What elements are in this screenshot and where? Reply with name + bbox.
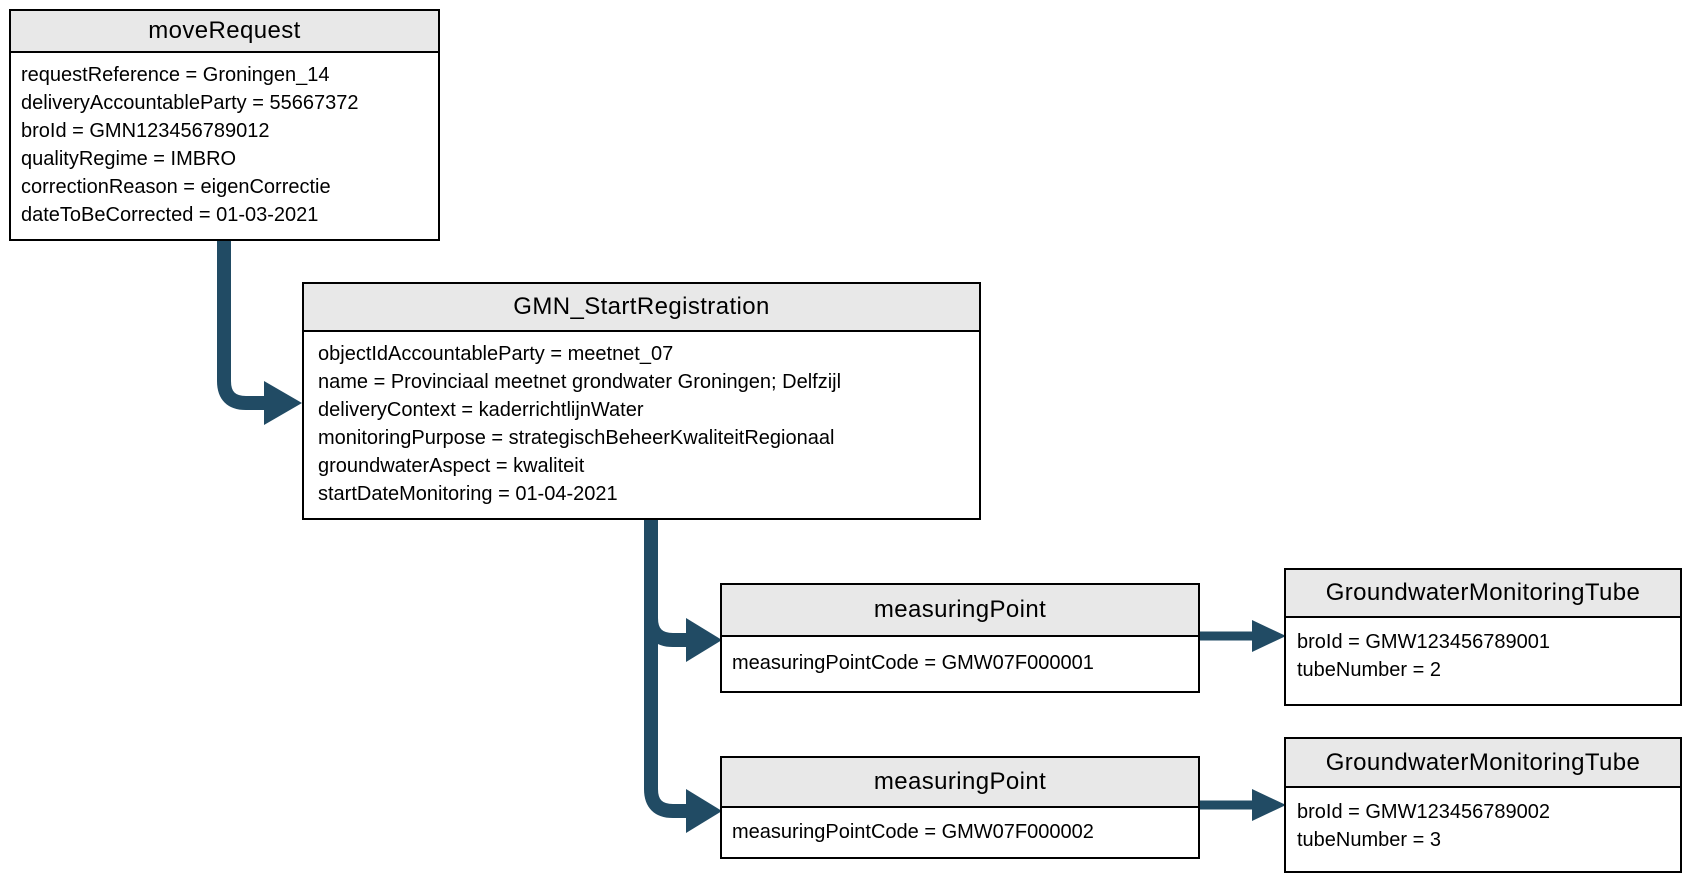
node-measuring-point-1: measuringPoint measuringPointCode = GMW0… <box>720 583 1200 693</box>
node-attribute: groundwaterAspect = kwaliteit <box>318 455 585 477</box>
node-attribute: broId = GMW123456789001 <box>1297 631 1550 653</box>
arrowhead-move-request-to-gmn <box>264 381 302 425</box>
node-groundwater-monitoring-tube-1: GroundwaterMonitoringTube broId = GMW123… <box>1284 568 1682 706</box>
node-groundwater-monitoring-tube-1-attributes: broId = GMW123456789001 tubeNumber = 2 <box>1286 618 1680 694</box>
node-gmn-start-registration: GMN_StartRegistration objectIdAccountabl… <box>302 282 981 520</box>
node-move-request-attributes: requestReference = Groningen_14 delivery… <box>11 53 438 237</box>
node-attribute: monitoringPurpose = strategischBeheerKwa… <box>318 427 835 449</box>
arrowhead-gmn-to-measuring-point-1 <box>686 618 722 662</box>
node-attribute: startDateMonitoring = 01-04-2021 <box>318 483 618 505</box>
node-move-request-title: moveRequest <box>11 11 438 53</box>
node-groundwater-monitoring-tube-2: GroundwaterMonitoringTube broId = GMW123… <box>1284 737 1682 873</box>
node-attribute: broId = GMW123456789002 <box>1297 801 1550 823</box>
node-attribute: deliveryContext = kaderrichtlijnWater <box>318 399 644 421</box>
arrow-gmn-to-measuring-point-1 <box>644 605 686 647</box>
node-measuring-point-1-attributes: measuringPointCode = GMW07F000001 <box>722 637 1198 689</box>
node-attribute: objectIdAccountableParty = meetnet_07 <box>318 343 674 365</box>
node-attribute: broId = GMN123456789012 <box>21 120 270 142</box>
node-gmn-start-registration-title: GMN_StartRegistration <box>304 284 979 332</box>
arrow-move-request-to-gmn <box>217 241 264 410</box>
node-attribute: measuringPointCode = GMW07F000001 <box>732 652 1094 674</box>
node-attribute: requestReference = Groningen_14 <box>21 64 330 86</box>
node-measuring-point-2: measuringPoint measuringPointCode = GMW0… <box>720 756 1200 859</box>
node-groundwater-monitoring-tube-2-attributes: broId = GMW123456789002 tubeNumber = 3 <box>1286 788 1680 864</box>
node-groundwater-monitoring-tube-2-title: GroundwaterMonitoringTube <box>1286 739 1680 788</box>
arrowhead-mp2-to-tube2 <box>1252 789 1286 821</box>
node-measuring-point-2-attributes: measuringPointCode = GMW07F000002 <box>722 808 1198 856</box>
node-measuring-point-1-title: measuringPoint <box>722 585 1198 637</box>
node-groundwater-monitoring-tube-1-title: GroundwaterMonitoringTube <box>1286 570 1680 618</box>
node-attribute: dateToBeCorrected = 01-03-2021 <box>21 204 319 226</box>
node-gmn-start-registration-attributes: objectIdAccountableParty = meetnet_07 na… <box>304 332 979 516</box>
node-attribute: measuringPointCode = GMW07F000002 <box>732 821 1094 843</box>
node-measuring-point-2-title: measuringPoint <box>722 758 1198 808</box>
node-attribute: qualityRegime = IMBRO <box>21 148 237 170</box>
node-attribute: tubeNumber = 2 <box>1297 659 1441 681</box>
node-move-request: moveRequest requestReference = Groningen… <box>9 9 440 241</box>
node-attribute: deliveryAccountableParty = 55667372 <box>21 92 359 114</box>
arrowhead-gmn-to-measuring-point-2 <box>686 789 722 833</box>
arrow-gmn-trunk <box>644 520 686 818</box>
arrowhead-mp1-to-tube1 <box>1252 620 1286 652</box>
node-attribute: tubeNumber = 3 <box>1297 829 1441 851</box>
node-attribute: name = Provinciaal meetnet grondwater Gr… <box>318 371 842 393</box>
node-attribute: correctionReason = eigenCorrectie <box>21 176 331 198</box>
